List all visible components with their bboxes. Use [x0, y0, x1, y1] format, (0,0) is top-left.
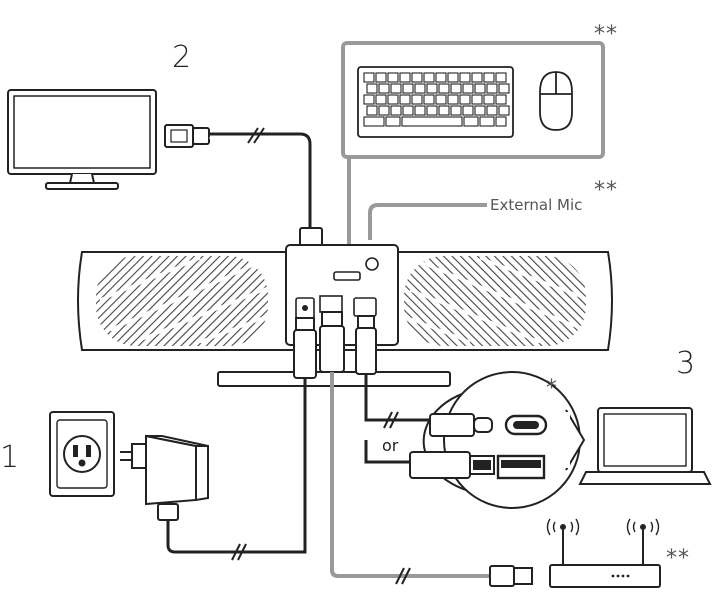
keyboard-key	[471, 72, 483, 83]
step-2-label: 2	[172, 40, 192, 75]
laptop-icon	[578, 407, 712, 485]
keyboard-key	[450, 83, 462, 94]
keyboard-key	[438, 105, 450, 116]
keyboard-key	[399, 72, 411, 83]
keyboard-key	[486, 105, 498, 116]
keyboard-key	[399, 94, 411, 105]
keyboard-key	[366, 83, 378, 94]
keyboard-key	[462, 83, 474, 94]
keyboard-key	[402, 83, 414, 94]
step-3-label: 3	[676, 346, 696, 381]
bar-cables	[166, 311, 430, 561]
keyboard-key	[385, 116, 401, 127]
keyboard-key	[435, 72, 447, 83]
video-bar	[77, 244, 613, 387]
keyboard-key	[411, 72, 423, 83]
keyboard-key	[474, 83, 486, 94]
router-asterisk: **	[666, 546, 690, 571]
keyboard-key	[387, 72, 399, 83]
power-outlet-icon	[49, 411, 115, 497]
peripherals-asterisk: **	[594, 22, 618, 47]
keyboard-key	[402, 105, 414, 116]
keyboard-key	[495, 94, 507, 105]
keyboard-key	[498, 105, 510, 116]
keyboard-key	[459, 72, 471, 83]
keyboard-key	[450, 105, 462, 116]
keyboard-key	[375, 72, 387, 83]
keyboard-key	[366, 105, 378, 116]
keyboard-key	[462, 105, 474, 116]
external-mic-cable	[368, 203, 487, 240]
keyboard-key	[426, 83, 438, 94]
keyboard-key	[411, 94, 423, 105]
keyboard-key	[447, 94, 459, 105]
keyboard-key	[483, 94, 495, 105]
keyboard-key	[378, 83, 390, 94]
usb-a-plug-icon	[409, 451, 546, 480]
step-1-label: 1	[0, 440, 20, 475]
keyboard-key	[438, 83, 450, 94]
external-mic-label: External Mic	[490, 196, 583, 214]
keyboard-icon	[357, 66, 514, 138]
keyboard-key	[479, 116, 495, 127]
ethernet-cable	[330, 372, 533, 587]
mic-asterisk: **	[594, 178, 618, 203]
usb-asterisk: *	[546, 376, 558, 401]
keyboard-key	[447, 72, 459, 83]
usb-plugs-callout	[409, 371, 586, 509]
keyboard-key	[498, 83, 510, 94]
keyboard-key	[414, 105, 426, 116]
keyboard-key	[378, 105, 390, 116]
keyboard-key	[423, 72, 435, 83]
keyboard-key	[401, 116, 463, 127]
keyboard-key	[474, 105, 486, 116]
keyboard-key	[363, 94, 375, 105]
router-icon	[546, 518, 661, 588]
keyboard-key	[375, 94, 387, 105]
usb-c-plug-icon	[429, 413, 548, 437]
keyboard-key	[495, 72, 507, 83]
monitor-icon	[7, 89, 157, 190]
keyboard-key	[483, 72, 495, 83]
keyboard-key	[486, 83, 498, 94]
keyboard-key	[426, 105, 438, 116]
keyboard-key	[390, 83, 402, 94]
power-adapter-icon	[120, 434, 209, 521]
or-label: or	[382, 436, 399, 455]
keyboard-key	[495, 116, 507, 127]
keyboard-key	[459, 94, 471, 105]
keyboard-key	[363, 116, 385, 127]
keyboard-key	[471, 94, 483, 105]
keyboard-key	[423, 94, 435, 105]
keyboard-key	[414, 83, 426, 94]
keyboard-key	[390, 105, 402, 116]
peripherals-panel	[341, 41, 605, 265]
keyboard-key	[363, 72, 375, 83]
keyboard-key	[387, 94, 399, 105]
mouse-icon	[539, 71, 573, 131]
keyboard-key	[463, 116, 479, 127]
keyboard-key	[435, 94, 447, 105]
